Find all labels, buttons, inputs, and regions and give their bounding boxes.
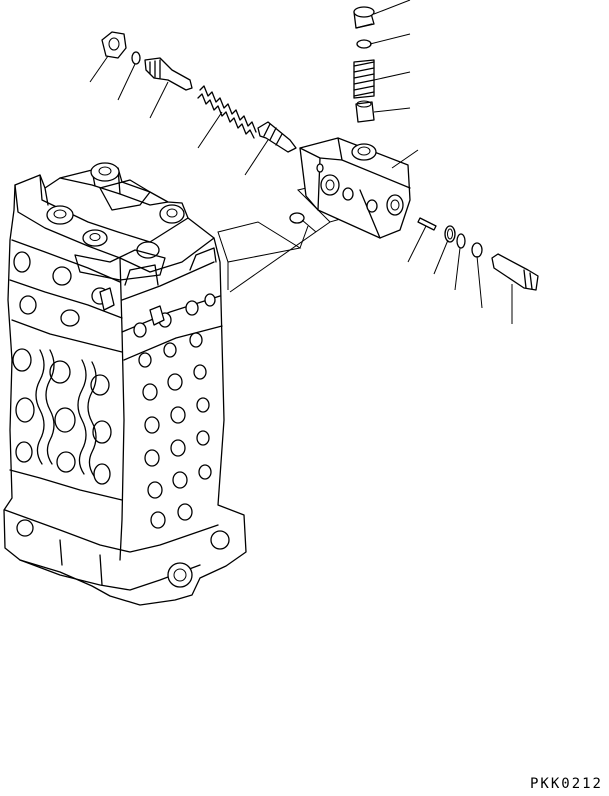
pin xyxy=(417,217,437,231)
coil-spring-2 xyxy=(353,59,375,99)
control-valve-body xyxy=(3,162,247,606)
plug-bolt xyxy=(491,253,539,291)
o-ring-small-4 xyxy=(471,242,483,258)
leader-lines xyxy=(89,0,513,324)
o-ring-small-2 xyxy=(356,39,372,49)
coil-spring-1 xyxy=(197,85,257,139)
o-ring-small-3 xyxy=(456,233,466,249)
piston xyxy=(257,121,297,153)
o-ring-small-1 xyxy=(131,51,141,65)
backup-ring xyxy=(444,225,456,243)
valve-poppet xyxy=(355,100,375,123)
o-ring-flat xyxy=(289,212,305,224)
drawing-code: PKK0212 xyxy=(529,776,603,792)
spool-stem xyxy=(144,57,193,91)
adapter-block xyxy=(299,137,411,239)
cap-nut xyxy=(101,31,127,59)
plug-upper xyxy=(353,6,375,29)
